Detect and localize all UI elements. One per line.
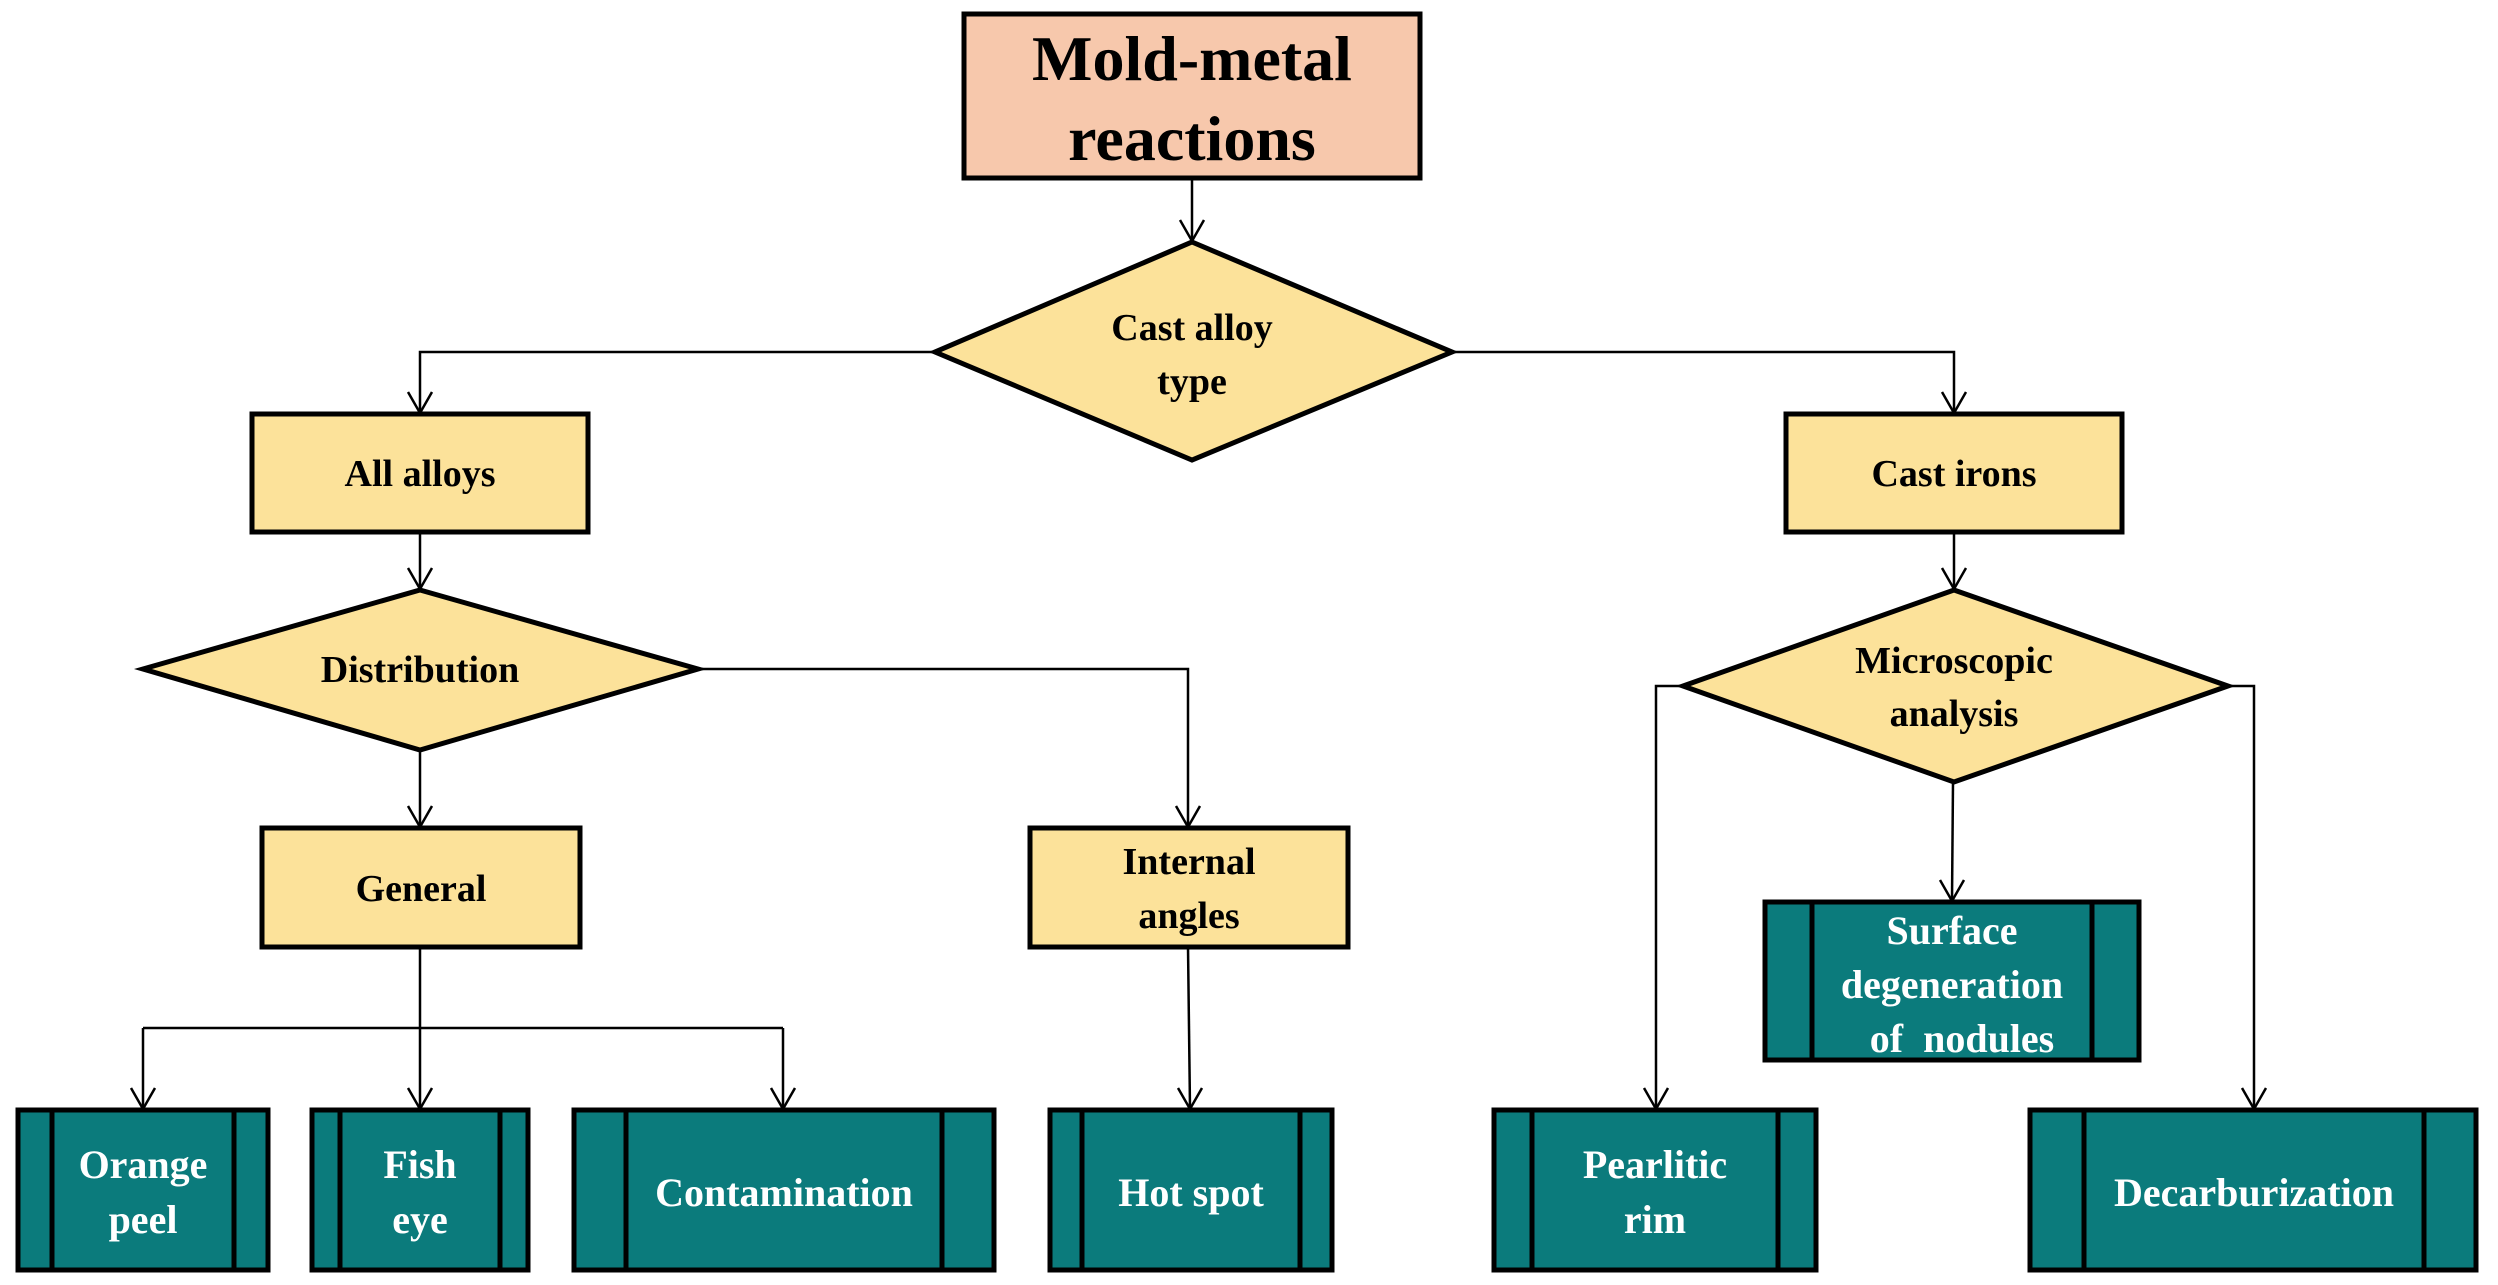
svg-text:All alloys: All alloys [345, 453, 496, 495]
edge-cast-alloy-type-to-all-alloys [418, 350, 935, 412]
hot-spot-box [1047, 1107, 1335, 1273]
general-label: General [356, 868, 487, 910]
outcome-hot-spot: Hot spot [1047, 1107, 1335, 1273]
svg-text:eye: eye [392, 1197, 448, 1242]
microscopic-analysis-diamond [1675, 587, 2236, 785]
box-general: General [259, 825, 583, 950]
svg-text:Microscopic: Microscopic [1855, 640, 2053, 682]
connectors [141, 178, 2256, 1109]
svg-text:General: General [356, 868, 487, 910]
internal-angles-label-line-2: angles [1138, 895, 1239, 937]
decarburization-label: Decarburization [2114, 1170, 2394, 1215]
edge-microscopic-analysis-to-surface-degeneration [1950, 781, 1955, 901]
svg-text:rim: rim [1624, 1197, 1686, 1242]
orange-peel-label-line-2: peel [109, 1197, 178, 1242]
edge-distribution-to-internal-angles [698, 667, 1190, 826]
fish-eye-label-line-1: Fish [383, 1142, 456, 1187]
decision-microscopic-analysis: Microscopic analysis [1675, 587, 2236, 785]
svg-text:degeneration: degeneration [1841, 962, 2063, 1007]
root-label-line-1: Mold-metal [1032, 23, 1352, 94]
edge-microscopic-analysis-to-pearlitic-rim [1654, 684, 1683, 1108]
fish-eye-box [309, 1107, 531, 1273]
cast-irons-box [1783, 411, 2125, 535]
hot-spot-label: Hot spot [1118, 1170, 1264, 1215]
decarburization-box [2027, 1107, 2479, 1273]
contamination-box [571, 1107, 997, 1273]
box-all-alloys: All alloys [249, 411, 591, 535]
svg-text:Surface: Surface [1886, 908, 2017, 953]
fish-eye-label-line-2: eye [392, 1197, 448, 1242]
svg-text:Pearlitic: Pearlitic [1583, 1142, 1727, 1187]
orange-peel-label-line-1: Orange [79, 1142, 208, 1187]
edge-internal-angles-to-hot-spot [1186, 946, 1192, 1109]
all-alloys-label: All alloys [345, 453, 496, 495]
outcome-orange-peel: Orange peel [15, 1107, 271, 1273]
svg-text:of nodules: of nodules [1800, 1016, 2105, 1061]
svg-text:angles: angles [1138, 895, 1239, 937]
svg-text:analysis: analysis [1890, 693, 2019, 735]
svg-text:type: type [1157, 361, 1227, 403]
svg-text:Fish: Fish [383, 1142, 456, 1187]
edge-microscopic-analysis-to-decarburization [2228, 684, 2256, 1108]
svg-text:Cast irons: Cast irons [1871, 453, 2036, 495]
contamination-label: Contamination [655, 1170, 913, 1215]
pearlitic-rim-label-line-1: Pearlitic [1583, 1142, 1727, 1187]
root-label-line-2: reactions [1068, 103, 1316, 174]
orange-peel-box [15, 1107, 271, 1273]
svg-text:Hot spot: Hot spot [1118, 1170, 1264, 1215]
outcome-decarburization: Decarburization [2027, 1107, 2479, 1273]
svg-text:Decarburization: Decarburization [2114, 1170, 2394, 1215]
svg-text:Cast alloy: Cast alloy [1111, 307, 1273, 349]
microscopic-analysis-label-line-1: Microscopic [1855, 640, 2053, 682]
surface-degeneration-label-line-1: Surface [1886, 908, 2017, 953]
box-internal-angles: Internal angles [1027, 825, 1351, 950]
edge-cast-alloy-type-to-cast-irons [1452, 350, 1956, 412]
svg-text:peel: peel [109, 1197, 178, 1242]
surface-degeneration-label-line-3: of nodules [1870, 1016, 2055, 1061]
outcome-contamination: Contamination [571, 1107, 997, 1273]
box-cast-irons: Cast irons [1783, 411, 2125, 535]
decision-cast-alloy-type: Cast alloy type [928, 239, 1459, 463]
root-node: Mold-metal reactions [961, 11, 1423, 181]
svg-text:Orange: Orange [79, 1142, 208, 1187]
surface-degeneration-label-line-2: degeneration [1841, 962, 2063, 1007]
pearlitic-rim-box [1491, 1107, 1819, 1273]
distribution-diamond [133, 587, 708, 753]
cast-irons-label: Cast irons [1871, 453, 2036, 495]
internal-angles-box [1027, 825, 1351, 950]
all-alloys-box [249, 411, 591, 535]
svg-text:Contamination: Contamination [655, 1170, 913, 1215]
general-box [259, 825, 583, 950]
outcome-pearlitic-rim: Pearlitic rim [1491, 1107, 1819, 1273]
cast-alloy-type-diamond [928, 239, 1459, 463]
surface-degeneration-box [1762, 899, 2142, 1063]
cast-alloy-type-label-line-2: type [1157, 361, 1227, 403]
pearlitic-rim-label-line-2: rim [1624, 1197, 1686, 1242]
root-box [961, 11, 1423, 181]
svg-text:Distribution: Distribution [321, 649, 519, 691]
internal-angles-label-line-1: Internal [1123, 841, 1256, 883]
outcome-fish-eye: Fish eye [309, 1107, 531, 1273]
decision-distribution: Distribution [133, 587, 708, 753]
outcome-surface-degeneration: Surface degeneration of nodules [1762, 899, 2142, 1063]
microscopic-analysis-label-line-2: analysis [1890, 693, 2019, 735]
distribution-label: Distribution [321, 649, 519, 691]
cast-alloy-type-label-line-1: Cast alloy [1111, 307, 1273, 349]
svg-text:Internal: Internal [1123, 841, 1256, 883]
svg-text:reactions: reactions [1068, 103, 1316, 174]
svg-text:Mold-metal: Mold-metal [1032, 23, 1352, 94]
